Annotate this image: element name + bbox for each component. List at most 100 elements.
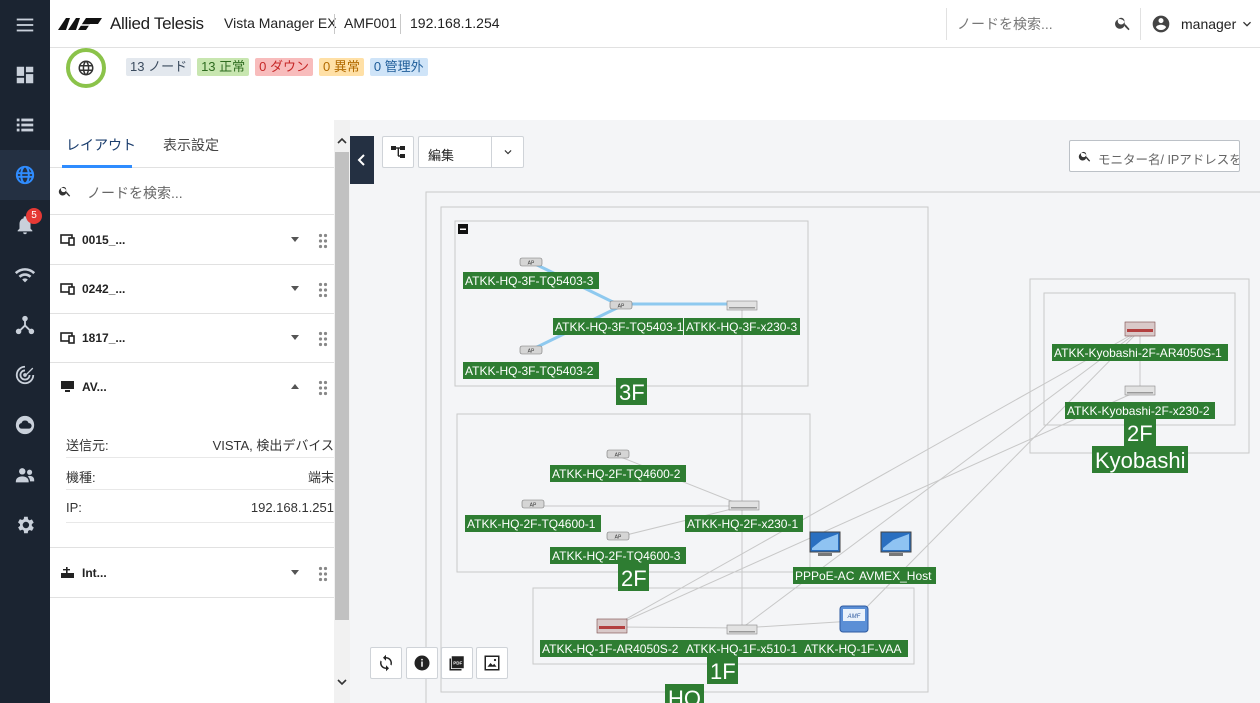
- drag-handle-icon[interactable]: [318, 282, 328, 298]
- tab-layout[interactable]: レイアウト: [66, 137, 136, 153]
- scroll-down-icon[interactable]: [337, 677, 347, 687]
- list-icon[interactable]: [0, 100, 50, 150]
- user-menu[interactable]: manager: [1140, 8, 1260, 40]
- access-point-icons: AP AP AP AP AP AP: [519, 257, 633, 541]
- monitor-icon: [61, 381, 74, 392]
- manager-address: 192.168.1.254: [410, 15, 500, 31]
- mode-select[interactable]: 編集: [418, 136, 524, 168]
- node-label-tq5403-3: ATKK-HQ-3F-TQ5403-3: [465, 274, 594, 288]
- collapse-sidebar-button[interactable]: [350, 136, 374, 184]
- node-label-1f-x510-1: ATKK-HQ-1F-x510-1: [686, 642, 797, 656]
- drag-handle-icon[interactable]: [318, 331, 328, 347]
- node-label-tq4600-2: ATKK-HQ-2F-TQ4600-2: [552, 467, 681, 481]
- expand-icon[interactable]: [291, 335, 299, 340]
- device-icon: [60, 234, 75, 246]
- search-icon: [58, 186, 71, 197]
- ok-nodes-badge[interactable]: 13 正常: [197, 58, 250, 76]
- drag-handle-icon[interactable]: [318, 233, 328, 249]
- product-name: Vista Manager EX: [224, 15, 337, 31]
- detail-row: 機種: 端末: [66, 458, 334, 490]
- refresh-button[interactable]: [370, 647, 402, 679]
- switch-icons: [726, 300, 1156, 635]
- cloud-icon[interactable]: [0, 400, 50, 450]
- node-list-label: 0015_...: [82, 233, 126, 247]
- node-search-placeholder: ノードを検索...: [957, 16, 1053, 32]
- layout-tree-button[interactable]: [382, 136, 414, 168]
- node-list-item[interactable]: 0015_...: [50, 216, 334, 265]
- group-label-2f: 2F: [621, 566, 647, 591]
- svg-text:AP: AP: [530, 503, 537, 509]
- dashboard-icon[interactable]: [0, 50, 50, 100]
- node-labels: ATKK-HQ-3F-TQ5403-3 ATKK-HQ-3F-TQ5403-1 …: [463, 272, 1228, 657]
- top-bar: Allied Telesis Vista Manager EX AMF001 1…: [50, 0, 1260, 48]
- total-nodes-badge[interactable]: 13 ノード: [126, 58, 192, 76]
- area-name: AMF001: [344, 15, 397, 31]
- info-button[interactable]: [406, 647, 438, 679]
- node-list-item-expanded[interactable]: AV...: [50, 363, 334, 412]
- network-map-canvas[interactable]: AP AP AP AP AP AP: [350, 120, 1260, 703]
- svg-text:AP: AP: [528, 261, 535, 267]
- node-label-tq5403-1: ATKK-HQ-3F-TQ5403-1: [555, 320, 684, 334]
- health-indicator[interactable]: [66, 48, 106, 88]
- brand-name: Allied Telesis: [110, 14, 204, 33]
- scrollbar-thumb[interactable]: [335, 152, 349, 620]
- node-list-item[interactable]: 0242_...: [50, 265, 334, 314]
- export-image-button[interactable]: [476, 647, 508, 679]
- expand-icon[interactable]: [291, 237, 299, 242]
- notification-icon[interactable]: 5: [0, 200, 50, 250]
- network-map-icon[interactable]: [0, 150, 50, 200]
- active-tab-indicator: [62, 165, 132, 168]
- collapse-icon[interactable]: [291, 384, 299, 389]
- unmanaged-nodes-badge[interactable]: 0 管理外: [369, 58, 428, 76]
- navigation-rail: 5: [0, 0, 50, 703]
- svg-text:AP: AP: [528, 349, 535, 355]
- status-summary: 13 ノード 13 正常 0 ダウン 0 異常 0 管理外: [50, 48, 1260, 120]
- chevron-left-icon: [357, 154, 365, 166]
- down-nodes-badge[interactable]: 0 ダウン: [255, 58, 313, 76]
- search-icon: [1115, 17, 1130, 31]
- node-label-2f-x230-1: ATKK-HQ-2F-x230-1: [687, 517, 798, 531]
- menu-icon[interactable]: [0, 0, 50, 50]
- mode-select-value: 編集: [428, 148, 455, 163]
- node-list-label: 1817_...: [82, 331, 126, 345]
- tab-display-settings[interactable]: 表示設定: [163, 137, 219, 153]
- detail-value: VISTA, 検出デバイス: [212, 438, 334, 453]
- scroll-up-icon[interactable]: [337, 136, 347, 146]
- wifi-icon[interactable]: [0, 250, 50, 300]
- settings-icon[interactable]: [0, 500, 50, 550]
- node-label-kyobashi-x230-2: ATKK-Kyobashi-2F-x230-2: [1067, 404, 1210, 418]
- radar-icon[interactable]: [0, 350, 50, 400]
- node-list-item[interactable]: Int...: [50, 549, 334, 598]
- node-list-item[interactable]: 1817_...: [50, 314, 334, 363]
- group-labels: 3F 2F 1F HQ 2F Kyobashi: [616, 378, 1188, 703]
- device-icon: [60, 332, 75, 344]
- detail-row: 送信元: VISTA, 検出デバイス: [66, 426, 334, 458]
- allied-telesis-logo-icon: [58, 18, 104, 30]
- expand-icon[interactable]: [291, 570, 299, 575]
- node-label-tq4600-3: ATKK-HQ-2F-TQ4600-3: [552, 549, 681, 563]
- sidebar-scrollbar[interactable]: [334, 120, 350, 703]
- sidebar-node-search[interactable]: ノードを検索...: [50, 169, 334, 215]
- image-icon: [484, 655, 500, 671]
- brand-logo[interactable]: Allied Telesis: [58, 14, 204, 34]
- globe-icon: [78, 60, 94, 76]
- svg-text:AMF: AMF: [847, 614, 861, 620]
- node-label-1f-ar4050s-2: ATKK-HQ-1F-AR4050S-2: [542, 642, 679, 656]
- monitor-search-placeholder: モニター名/ IPアドレスを: [1098, 153, 1240, 167]
- monitor-search-input[interactable]: モニター名/ IPアドレスを: [1069, 140, 1240, 172]
- group-label-kyobashi: Kyobashi: [1095, 448, 1186, 473]
- svg-text:AP: AP: [615, 453, 622, 459]
- node-search-input[interactable]: ノードを検索...: [946, 8, 1138, 40]
- group-label-1f: 1F: [710, 659, 736, 684]
- drag-handle-icon[interactable]: [318, 566, 328, 582]
- refresh-icon: [380, 654, 392, 672]
- export-pdf-button[interactable]: PDF: [441, 647, 473, 679]
- drag-handle-icon[interactable]: [318, 380, 328, 396]
- users-icon[interactable]: [0, 450, 50, 500]
- group-label-kyobashi-2f: 2F: [1127, 421, 1153, 446]
- node-list-label: 0242_...: [82, 282, 126, 296]
- expand-icon[interactable]: [291, 286, 299, 291]
- warning-nodes-badge[interactable]: 0 異常: [319, 58, 364, 76]
- node-label-3f-x230-3: ATKK-HQ-3F-x230-3: [686, 320, 797, 334]
- topology-icon[interactable]: [0, 300, 50, 350]
